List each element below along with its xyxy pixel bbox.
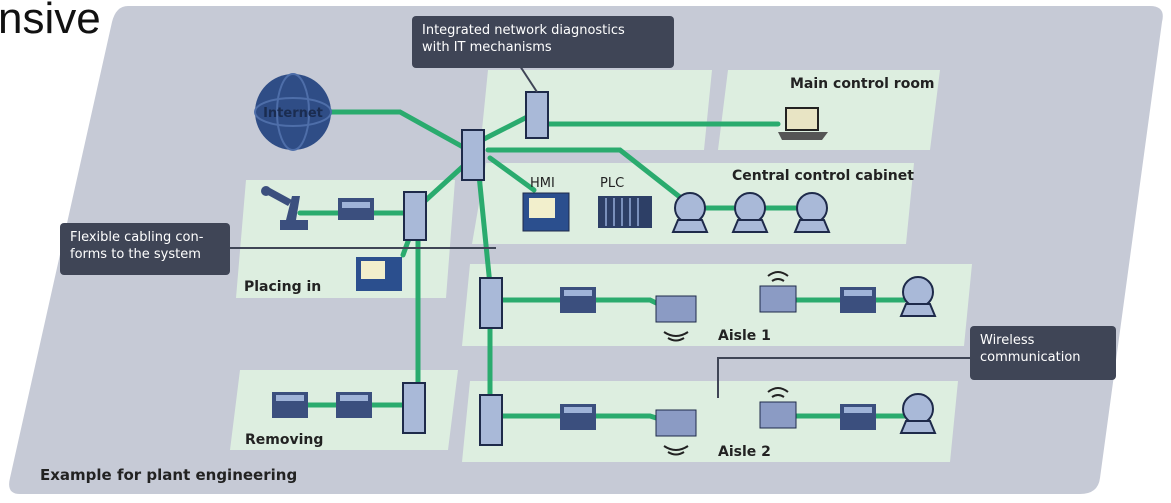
wireless-callout-line: communication bbox=[980, 350, 1081, 365]
footer-caption: Example for plant engineering bbox=[40, 466, 297, 484]
central-control-cabinet-label: Central control cabinet bbox=[732, 168, 914, 184]
field-device-icon bbox=[840, 404, 876, 430]
motor-icon bbox=[902, 276, 934, 308]
cabling-callout: Flexible cabling con- forms to the syste… bbox=[60, 223, 230, 275]
removing-label: Removing bbox=[245, 432, 323, 448]
hmi-label: HMI bbox=[530, 176, 555, 191]
cabling-callout-line: forms to the system bbox=[70, 247, 201, 262]
switch-diagnostics-icon bbox=[525, 91, 549, 139]
partial-header-text: nsive bbox=[0, 0, 101, 43]
motor-icon bbox=[674, 192, 706, 224]
cabling-callout-line: Flexible cabling con- bbox=[70, 230, 204, 245]
zone-main-control-room bbox=[718, 70, 940, 150]
robot-arm-icon bbox=[261, 186, 308, 230]
diagnostics-callout-line: Integrated network diagnostics bbox=[422, 23, 625, 38]
internet-globe-icon: Internet bbox=[254, 73, 332, 151]
cable-internet bbox=[327, 109, 475, 155]
field-device-icon bbox=[336, 392, 372, 418]
wireless-vehicle-icon bbox=[655, 409, 697, 456]
field-device-icon bbox=[560, 404, 596, 430]
access-point-icon bbox=[759, 387, 797, 429]
diagnostics-callout-line: with IT mechanisms bbox=[422, 40, 552, 55]
wireless-callout: Wireless communication bbox=[970, 326, 1116, 380]
access-point-icon bbox=[759, 271, 797, 313]
laptop-icon bbox=[778, 107, 828, 140]
aisle-2-label: Aisle 2 bbox=[718, 444, 771, 460]
motor-icons-aisle bbox=[899, 276, 937, 434]
field-device-icon bbox=[356, 257, 402, 291]
aisle-1-label: Aisle 1 bbox=[718, 328, 771, 344]
field-device-icon bbox=[338, 198, 374, 220]
field-device-icon bbox=[560, 287, 596, 313]
wireless-leader-line bbox=[717, 357, 970, 398]
switch-aisle-1-icon bbox=[479, 277, 503, 329]
wireless-callout-line: Wireless bbox=[980, 333, 1035, 348]
zone-aisle-2 bbox=[462, 381, 958, 462]
switch-central-icon bbox=[461, 129, 485, 181]
field-devices bbox=[272, 198, 876, 430]
wireless-vehicle-icon bbox=[655, 295, 697, 342]
field-device-icon bbox=[272, 392, 308, 418]
field-device-icon bbox=[840, 287, 876, 313]
cable-cabinet bbox=[485, 147, 693, 208]
placing-in-label: Placing in bbox=[244, 279, 321, 295]
switch-aisle-2-icon bbox=[479, 394, 503, 446]
cable-hmi bbox=[487, 155, 537, 193]
zone-aisle-1 bbox=[462, 264, 972, 346]
motor-icon bbox=[902, 393, 934, 425]
switch-removing-icon bbox=[402, 382, 426, 434]
internet-label: Internet bbox=[263, 106, 323, 121]
switch-placing-icon bbox=[403, 191, 427, 241]
motor-icon bbox=[796, 192, 828, 224]
motor-icons-cabinet bbox=[671, 192, 831, 233]
plc-icon bbox=[598, 196, 652, 228]
main-control-room-label: Main control room bbox=[790, 76, 935, 92]
motor-icon bbox=[734, 192, 766, 224]
diagnostics-leader-line bbox=[519, 65, 538, 93]
diagnostics-callout: Integrated network diagnostics with IT m… bbox=[412, 16, 674, 68]
hmi-icon bbox=[522, 192, 570, 232]
plc-label: PLC bbox=[600, 176, 624, 191]
zone-upper-center bbox=[480, 70, 712, 150]
